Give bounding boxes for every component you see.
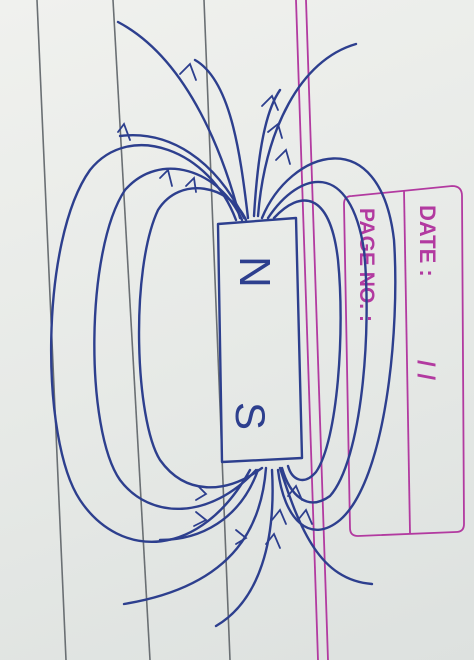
arrow-icon — [271, 508, 287, 525]
arrow-icon — [267, 122, 283, 139]
field-line — [116, 20, 242, 220]
arrow-icon — [287, 484, 303, 501]
stamp-outline — [343, 185, 465, 537]
field-line — [278, 466, 374, 586]
date-value: / / — [412, 360, 439, 380]
arrow-icon — [297, 508, 313, 525]
field-line — [122, 466, 268, 606]
field-lines — [49, 20, 397, 628]
field-line — [118, 134, 246, 220]
field-arrows — [117, 62, 313, 549]
arrow-icon — [179, 62, 197, 81]
arrow-icon — [265, 532, 281, 549]
arrow-icon — [261, 94, 279, 111]
ruled-lines — [36, 0, 231, 660]
arrow-icon — [159, 168, 173, 187]
north-pole-label: N — [230, 256, 279, 288]
bar-magnet: N S — [216, 216, 304, 464]
field-line — [49, 143, 252, 543]
field-line — [193, 58, 250, 220]
margin-line — [305, 0, 329, 660]
field-line — [256, 42, 358, 218]
field-line — [214, 468, 274, 628]
stamp-divider — [403, 189, 411, 534]
arrow-icon — [275, 148, 291, 165]
south-pole-label: S — [227, 402, 274, 430]
ruled-line — [112, 0, 151, 660]
arrow-icon — [185, 176, 197, 193]
field-line — [93, 167, 258, 510]
field-line — [260, 157, 397, 531]
ruled-line — [203, 0, 231, 660]
date-label: DATE : — [415, 205, 440, 277]
arrow-icon — [193, 511, 208, 527]
arrow-icon — [117, 122, 131, 141]
field-line — [266, 180, 368, 504]
arrow-icon — [195, 485, 208, 501]
field-line — [252, 88, 282, 218]
magnet-outline — [216, 216, 304, 464]
field-line — [137, 187, 264, 489]
field-line — [158, 468, 260, 542]
arrow-icon — [235, 529, 248, 545]
field-line — [272, 199, 342, 482]
